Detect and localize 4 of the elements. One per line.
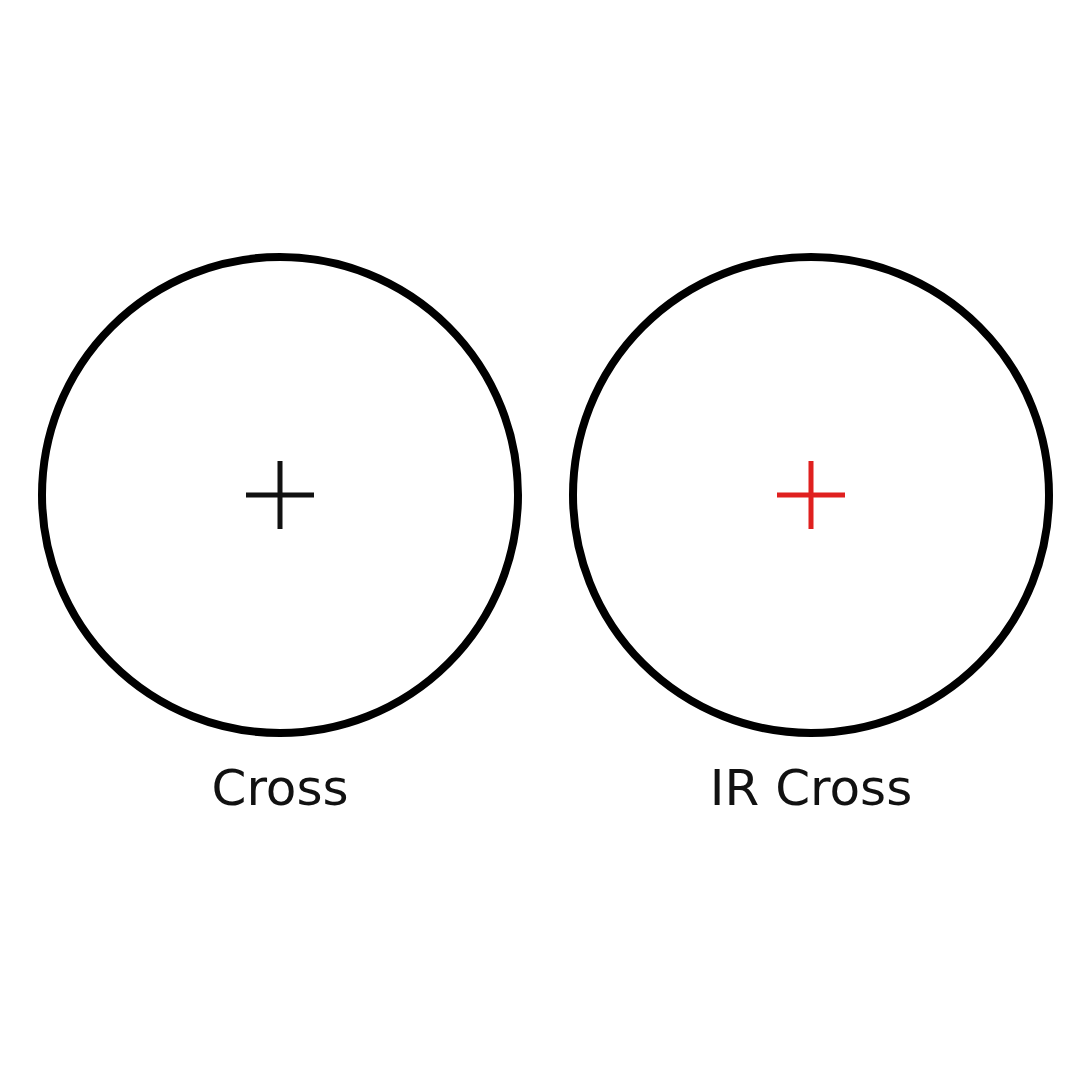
- node-label: IR Cross: [709, 759, 913, 817]
- reticle-circle: [569, 253, 1053, 737]
- reticle-circle: [38, 253, 522, 737]
- node-label: Cross: [211, 759, 349, 817]
